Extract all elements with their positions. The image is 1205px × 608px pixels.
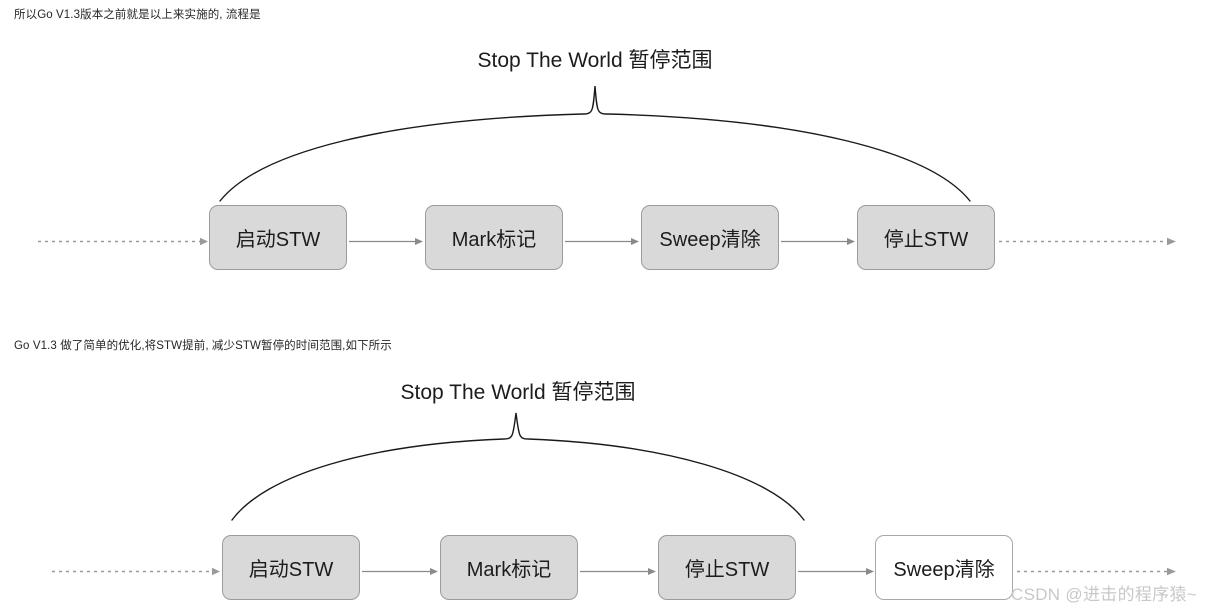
entry-dotted-arrow	[52, 567, 220, 576]
node-stop-stw-2[interactable]: 停止STW	[658, 535, 796, 600]
node-label: Sweep清除	[659, 229, 761, 251]
diagram-gc-flow-before-v13: Stop The World 暂停范围 启动STW Mark标记 Sweep清除	[0, 36, 1205, 286]
caption-v13: Go V1.3 做了简单的优化,将STW提前, 减少STW暂停的时间范围,如下所…	[14, 340, 392, 352]
exit-dotted-arrow	[1017, 567, 1176, 576]
connector-arrow-1-3	[781, 238, 855, 245]
connector-arrow-2-2	[580, 568, 656, 575]
diagram-gc-flow-v13: Stop The World 暂停范围 启动STW Mark标记 停止STW	[0, 370, 1205, 608]
node-label: 停止STW	[684, 559, 770, 581]
node-start-stw-1[interactable]: 启动STW	[209, 205, 347, 270]
node-label: 启动STW	[248, 559, 334, 581]
node-label: 停止STW	[883, 229, 969, 251]
node-label: Sweep清除	[893, 559, 995, 581]
stw-range-brace	[219, 85, 971, 202]
node-start-stw-2[interactable]: 启动STW	[222, 535, 360, 600]
node-label: Mark标记	[466, 559, 552, 581]
stw-range-title: Stop The World 暂停范围	[477, 49, 713, 72]
node-stop-stw-1[interactable]: 停止STW	[857, 205, 995, 270]
entry-dotted-arrow	[38, 237, 208, 246]
node-sweep-1[interactable]: Sweep清除	[641, 205, 779, 270]
node-label: 启动STW	[235, 229, 321, 251]
node-sweep-2[interactable]: Sweep清除	[875, 535, 1013, 600]
node-label: Mark标记	[451, 229, 537, 251]
stw-range-brace	[231, 412, 805, 521]
connector-arrow-1-1	[349, 238, 423, 245]
exit-dotted-arrow	[999, 237, 1176, 246]
node-mark-1[interactable]: Mark标记	[425, 205, 563, 270]
connector-arrow-2-1	[362, 568, 438, 575]
node-mark-2[interactable]: Mark标记	[440, 535, 578, 600]
connector-arrow-2-3	[798, 568, 874, 575]
caption-before-v13: 所以Go V1.3版本之前就是以上来实施的, 流程是	[14, 9, 261, 21]
csdn-watermark: CSDN @进击的程序猿~	[1011, 585, 1197, 604]
flow-row-v13: 启动STW Mark标记 停止STW Sweep清除	[0, 535, 1205, 601]
flow-row-before-v13: 启动STW Mark标记 Sweep清除 停止STW	[0, 205, 1205, 271]
connector-arrow-1-2	[565, 238, 639, 245]
stw-range-title: Stop The World 暂停范围	[400, 381, 636, 404]
